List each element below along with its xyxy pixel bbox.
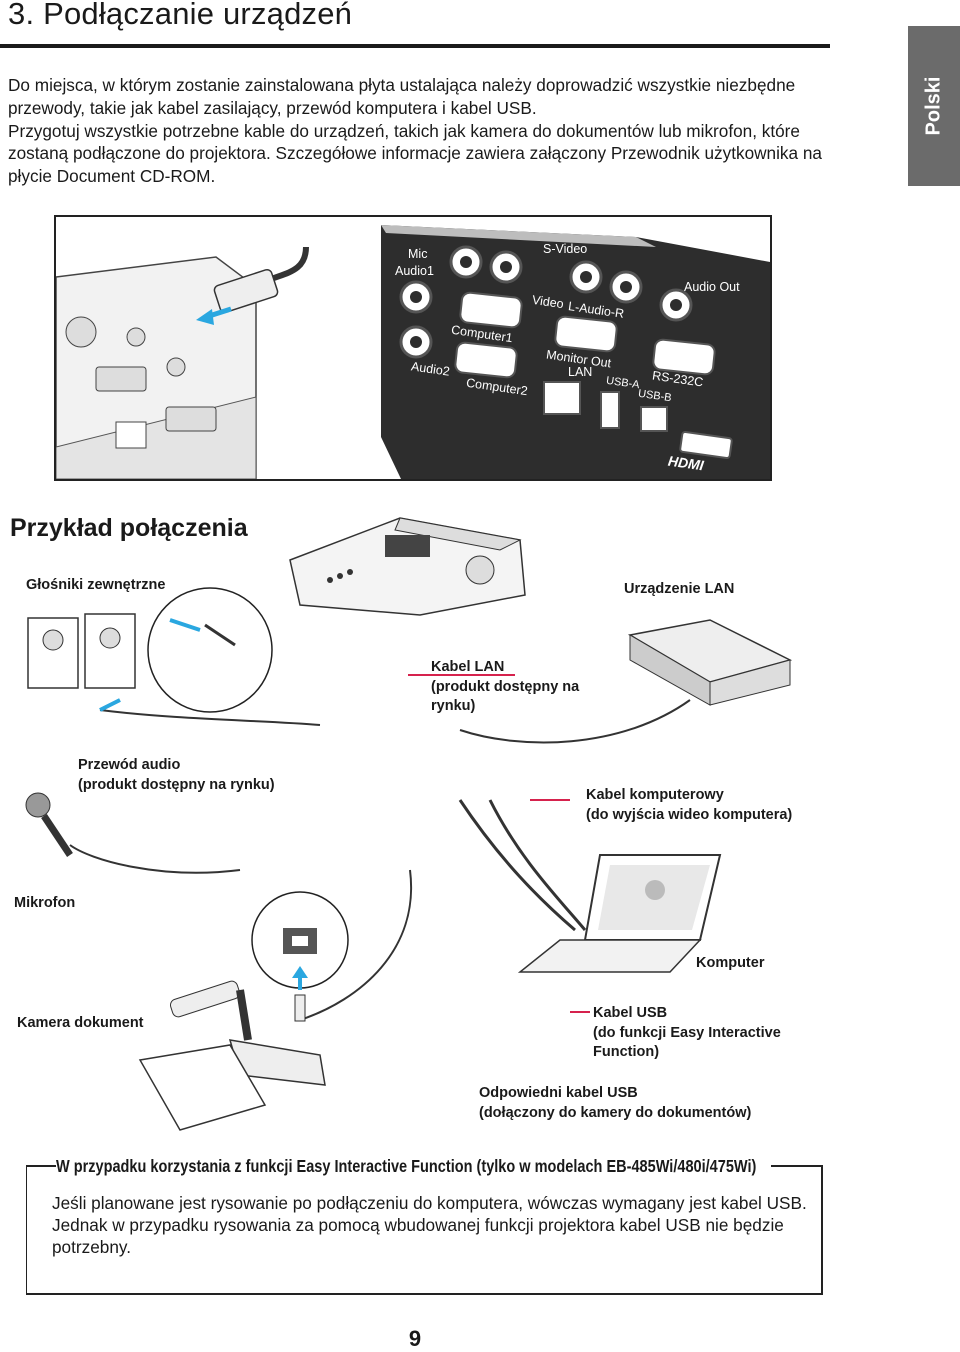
laptop-illustration: [517, 854, 722, 973]
intro-text: Do miejsca, w którym zostanie zainstalow…: [8, 74, 828, 188]
port-label-audio-out: Audio Out: [684, 280, 740, 294]
speakers-illustration: [27, 587, 273, 713]
port-label-lan: LAN: [568, 365, 593, 379]
port-label-mic: Mic: [408, 247, 428, 261]
note-body: Jeśli planowane jest rysowanie po podłąc…: [52, 1192, 832, 1258]
lan-device-illustration: [627, 619, 793, 706]
microphone-illustration: [25, 792, 73, 857]
label-speakers: Głośniki zewnętrzne: [26, 577, 166, 593]
label-microphone: Mikrofon: [14, 895, 76, 911]
usb-port-closeup: [251, 891, 349, 1022]
port-panel-illustration: Mic Audio1 S-Video Video L-Audio-R Audio…: [54, 215, 772, 481]
projector-illustration: [289, 517, 526, 616]
label-computer-cable: Kabel komputerowy (do wyjścia wideo komp…: [586, 787, 793, 823]
language-tab: Polski: [908, 26, 960, 186]
label-camera-usb-cable: Odpowiedni kabel USB (dołączony do kamer…: [479, 1085, 752, 1121]
port-label-s-video: S-Video: [543, 242, 588, 256]
port-label-audio1: Audio1: [395, 264, 434, 278]
port-panel-drawing: [56, 225, 770, 479]
intro-paragraph-2: Przygotuj wszystkie potrzebne kable do u…: [8, 120, 822, 187]
example-title: Przykład połączenia: [10, 514, 248, 542]
intro-paragraph-1: Do miejsca, w którym zostanie zainstalow…: [8, 75, 796, 118]
note-line-2: Jednak w przypadku rysowania za pomocą w…: [52, 1215, 784, 1257]
page-number: 9: [408, 1326, 422, 1351]
label-computer: Komputer: [696, 955, 765, 971]
label-lan-device: Urządzenie LAN: [624, 581, 735, 597]
label-usb-cable: Kabel USB (do funkcji Easy Interactive F…: [593, 1005, 781, 1060]
document-camera-illustration: [138, 980, 326, 1131]
label-audio-cable: Przewód audio (produkt dostępny na rynku…: [78, 757, 275, 793]
title-rule: [0, 44, 830, 48]
note-line-1: Jeśli planowane jest rysowanie po podłąc…: [52, 1193, 807, 1213]
connection-diagram: [25, 517, 793, 1131]
note-box-frame: [26, 1165, 823, 1295]
note-heading: W przypadku korzystania z funkcji Easy I…: [56, 1156, 757, 1176]
language-tab-label: Polski: [922, 76, 945, 136]
section-title: 3. Podłączanie urządzeń: [8, 0, 353, 31]
label-lan-cable: Kabel LAN (produkt dostępny na rynku): [431, 659, 580, 714]
label-document-camera: Kamera dokument: [17, 1015, 144, 1031]
